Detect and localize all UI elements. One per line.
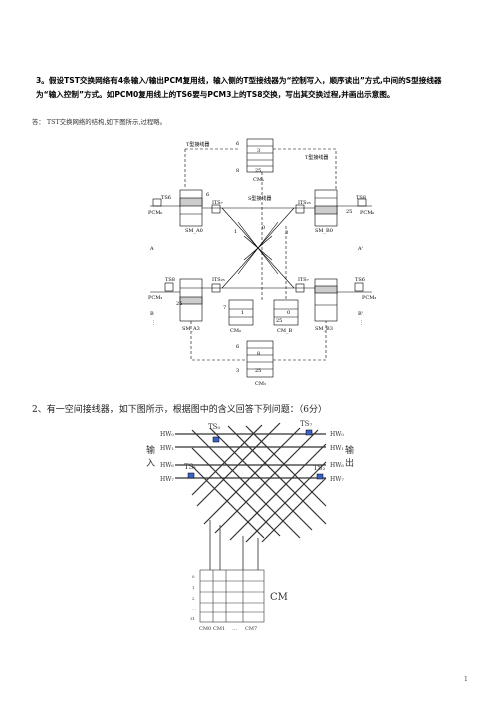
- cm0-7: 7: [223, 305, 226, 311]
- cm3-6: 6: [236, 344, 239, 350]
- ts0-marker: [212, 436, 220, 443]
- its25b: ITS₂₅: [212, 277, 225, 283]
- page-number: 1: [464, 676, 468, 683]
- input-label-2: 入: [146, 458, 155, 469]
- sma0-label: SM_A0: [185, 228, 203, 234]
- t-left-label: T型接线器: [186, 141, 209, 148]
- cm-row-4: 31: [190, 616, 195, 621]
- cma-3: 3: [257, 148, 260, 154]
- cm-col-1: CM1: [213, 626, 225, 632]
- ts1-marker: [187, 472, 195, 479]
- hw1-in: HW₁: [160, 445, 174, 452]
- ts7-label: TS₇: [300, 420, 312, 428]
- cm-row-3: …: [192, 606, 196, 611]
- answer-text: 答： TST交换网络的结构,如下图所示,过程略。: [32, 118, 167, 126]
- a-label: A: [149, 246, 154, 252]
- cm-row-1: 1: [192, 585, 195, 590]
- smb0-label: SM_B0: [315, 228, 333, 234]
- ts8b: TS8: [165, 277, 175, 283]
- a-prime-label: A': [357, 246, 363, 252]
- hw0-out: HW₀: [330, 431, 344, 438]
- n6: 6: [206, 192, 209, 198]
- hw7-out: HW₇: [330, 476, 344, 483]
- ts1-label: TS₁: [184, 463, 196, 471]
- cm-col-0: CM0: [199, 626, 211, 632]
- hw7-in: HW₇: [160, 476, 174, 483]
- its7: ITS₇: [212, 200, 223, 206]
- ts6a: TS6: [161, 195, 171, 201]
- b-prime-label: B': [358, 311, 363, 317]
- ts6b: TS6: [355, 277, 365, 283]
- its25: ITS₂₅: [298, 200, 311, 206]
- cm0-1: 1: [241, 310, 244, 316]
- cm3-label: CM₃: [255, 381, 266, 387]
- hw6-in: HW₆: [160, 462, 174, 469]
- pcm0-in: PCM₀: [148, 210, 162, 216]
- cm3-25: 25: [255, 368, 261, 374]
- output-label-2: 出: [345, 457, 354, 469]
- question-2-text: 2、有一空间接线器，如下图所示，根据图中的含义回答下列问题：（6分）: [32, 405, 327, 415]
- smb3-label: SM_B3: [315, 326, 333, 332]
- cm3x-0: 0: [287, 310, 290, 316]
- hw6-out: HW₆: [330, 462, 344, 469]
- cm-col-2: …: [232, 626, 237, 632]
- question-3-text: 3。假设TST交换网络有4条输入/输出PCM复用线，输入侧的T型接线器为“控制写…: [36, 76, 442, 99]
- cma-label: CMₐ: [253, 177, 264, 183]
- n25a: 25: [176, 301, 182, 307]
- cm-label: CM: [270, 592, 288, 603]
- pcm3-out: PCM₃: [362, 295, 376, 301]
- x0: 0: [262, 225, 265, 231]
- ts2-marker: [316, 473, 324, 480]
- n25b: 25: [346, 209, 352, 215]
- hw1-out: HW₁: [330, 445, 344, 452]
- cma-8: 8: [236, 168, 239, 174]
- x3: 3: [285, 230, 288, 236]
- its7b: ITS₇: [298, 277, 309, 283]
- x1: 1: [234, 229, 237, 235]
- cm-col-3: CM7: [245, 626, 257, 632]
- cm3-8: 8: [257, 351, 260, 357]
- cma-6: 6: [236, 141, 239, 147]
- cm3-3: 3: [236, 368, 239, 374]
- ts2-label: TS₂: [313, 464, 325, 472]
- ts7-marker: [305, 429, 313, 436]
- hw0-in: HW₀: [160, 431, 174, 438]
- pcm3-in: PCM₃: [148, 295, 162, 301]
- dots-right: ⋮: [359, 320, 364, 326]
- s-switch-label: S型接线器: [248, 195, 271, 202]
- cm0-label: CM₀: [230, 328, 241, 334]
- cmb-label: CM_B: [277, 328, 292, 334]
- dots-left: ⋮: [151, 320, 156, 326]
- output-label-1: 输: [345, 444, 354, 456]
- sma3-label: SM_A3: [182, 326, 200, 332]
- ts0-label: TS₀: [208, 423, 220, 431]
- pcm0-out: PCM₀: [360, 210, 374, 216]
- t-right-label: T型接线器: [305, 154, 328, 161]
- cm3x-25: 25: [276, 318, 282, 324]
- input-label-1: 输: [146, 444, 155, 456]
- cm-row-2: 2: [192, 596, 195, 601]
- cma-25: 25: [255, 168, 261, 174]
- b-label: B: [150, 311, 154, 317]
- ts8a: TS8: [356, 195, 366, 201]
- cm-row-0: 0: [192, 574, 195, 579]
